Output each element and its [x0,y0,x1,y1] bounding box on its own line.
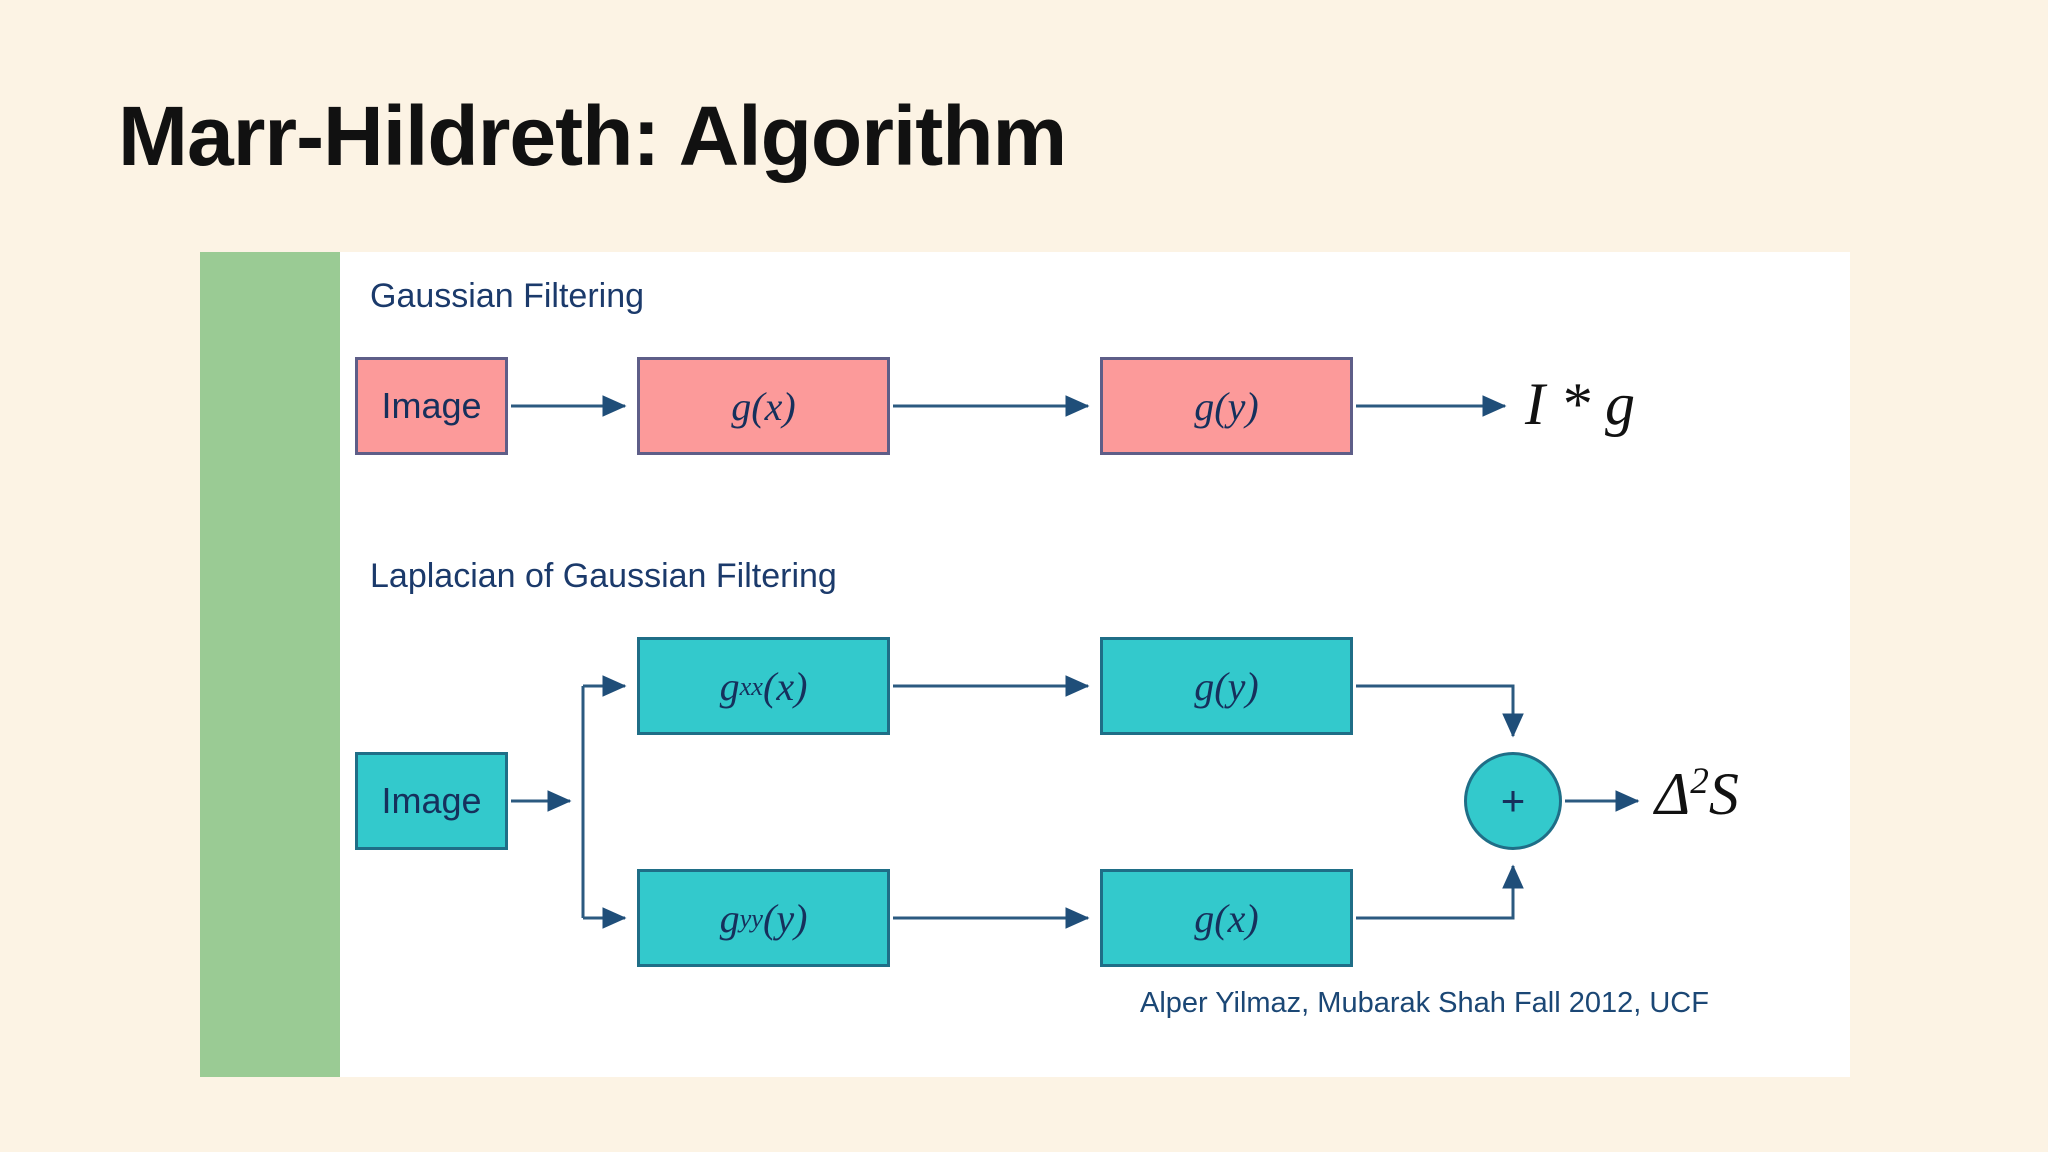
node-g-of-y-laplacian[interactable]: g(y) [1100,637,1353,735]
node-gx2-base: g [1194,895,1215,941]
output-delta-symbol: Δ [1655,761,1691,827]
node-gxx-arg: (x) [763,663,808,709]
node-gyy-base: g [719,895,740,941]
green-accent-bar [200,252,340,1077]
node-gy2-arg: (y) [1214,663,1259,709]
output-exponent: 2 [1690,761,1709,802]
node-g-of-x-laplacian[interactable]: g(x) [1100,869,1353,967]
node-gxx-subscript: xx [739,670,764,701]
node-g-of-x-gaussian[interactable]: g(x) [637,357,890,455]
output-label-i-conv-g: I * g [1525,371,1635,437]
node-gyy-arg: (y) [763,895,808,941]
node-summation[interactable]: + [1464,752,1562,850]
output-operand: S [1708,761,1739,827]
section-label-laplacian-of-gaussian-filtering: Laplacian of Gaussian Filtering [370,557,837,595]
output-label-laplacian-s: Δ2S [1655,760,1739,829]
node-g-of-y-gaussian[interactable]: g(y) [1100,357,1353,455]
attribution-text: Alper Yilmaz, Mubarak Shah Fall 2012, UC… [1140,987,1709,1019]
node-image-gaussian[interactable]: Image [355,357,508,455]
node-gy2-base: g [1194,663,1215,709]
node-gx2-arg: (x) [1214,895,1259,941]
node-gyy-subscript: yy [739,902,764,933]
node-image-laplacian[interactable]: Image [355,752,508,850]
diagram-panel: Gaussian Filtering Laplacian of Gaussian… [200,252,1850,1077]
section-label-gaussian-filtering: Gaussian Filtering [370,277,645,315]
node-gxx-base: g [719,663,740,709]
page-title: Marr-Hildreth: Algorithm [118,89,1067,183]
